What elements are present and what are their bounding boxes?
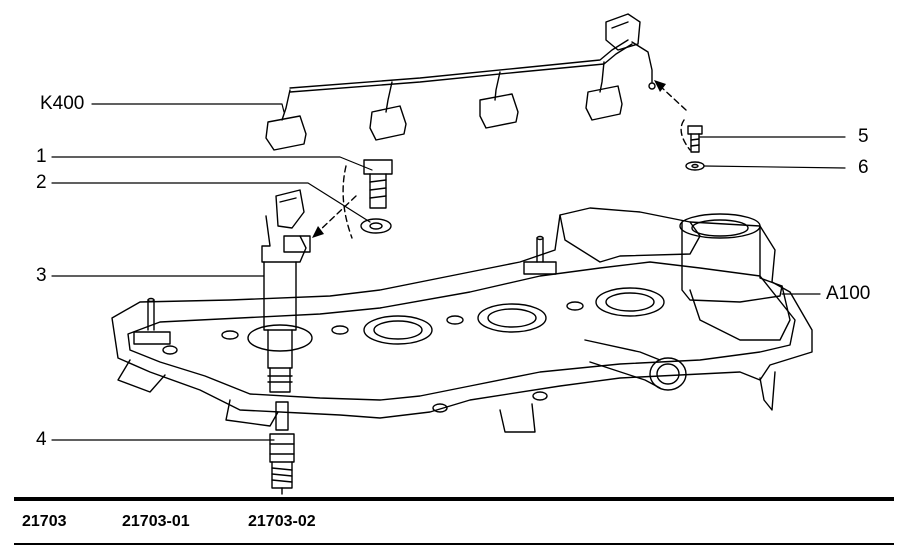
footer-bottom-rule (14, 543, 894, 545)
callout-a100: A100 (826, 283, 871, 304)
ignition-coil (261, 189, 311, 393)
leader-lines (51, 103, 846, 441)
assembly-arrows (317, 85, 691, 239)
exploded-parts-diagram (51, 13, 846, 495)
callout-2: 2 (36, 172, 47, 193)
footer-code-3: 21703-02 (248, 513, 316, 530)
callout-6: 6 (858, 157, 869, 178)
callout-5: 5 (858, 126, 869, 147)
footer-top-rule (14, 497, 894, 501)
footer-code-1: 21703 (22, 513, 67, 530)
footer-code-2: 21703-01 (122, 513, 190, 530)
harness-washer (685, 161, 705, 171)
callout-3: 3 (36, 265, 47, 286)
coil-bolt (363, 159, 393, 209)
harness-bolt (687, 125, 703, 153)
callout-4: 4 (36, 429, 47, 450)
spark-plug (269, 401, 295, 495)
callout-k400: K400 (40, 93, 85, 114)
arrow-head-coil (312, 226, 324, 238)
coil-washer (360, 218, 392, 234)
callout-1: 1 (36, 146, 47, 167)
arrow-head-harness (654, 80, 666, 92)
wiring-harness (265, 13, 656, 151)
valve-cover (111, 207, 813, 433)
